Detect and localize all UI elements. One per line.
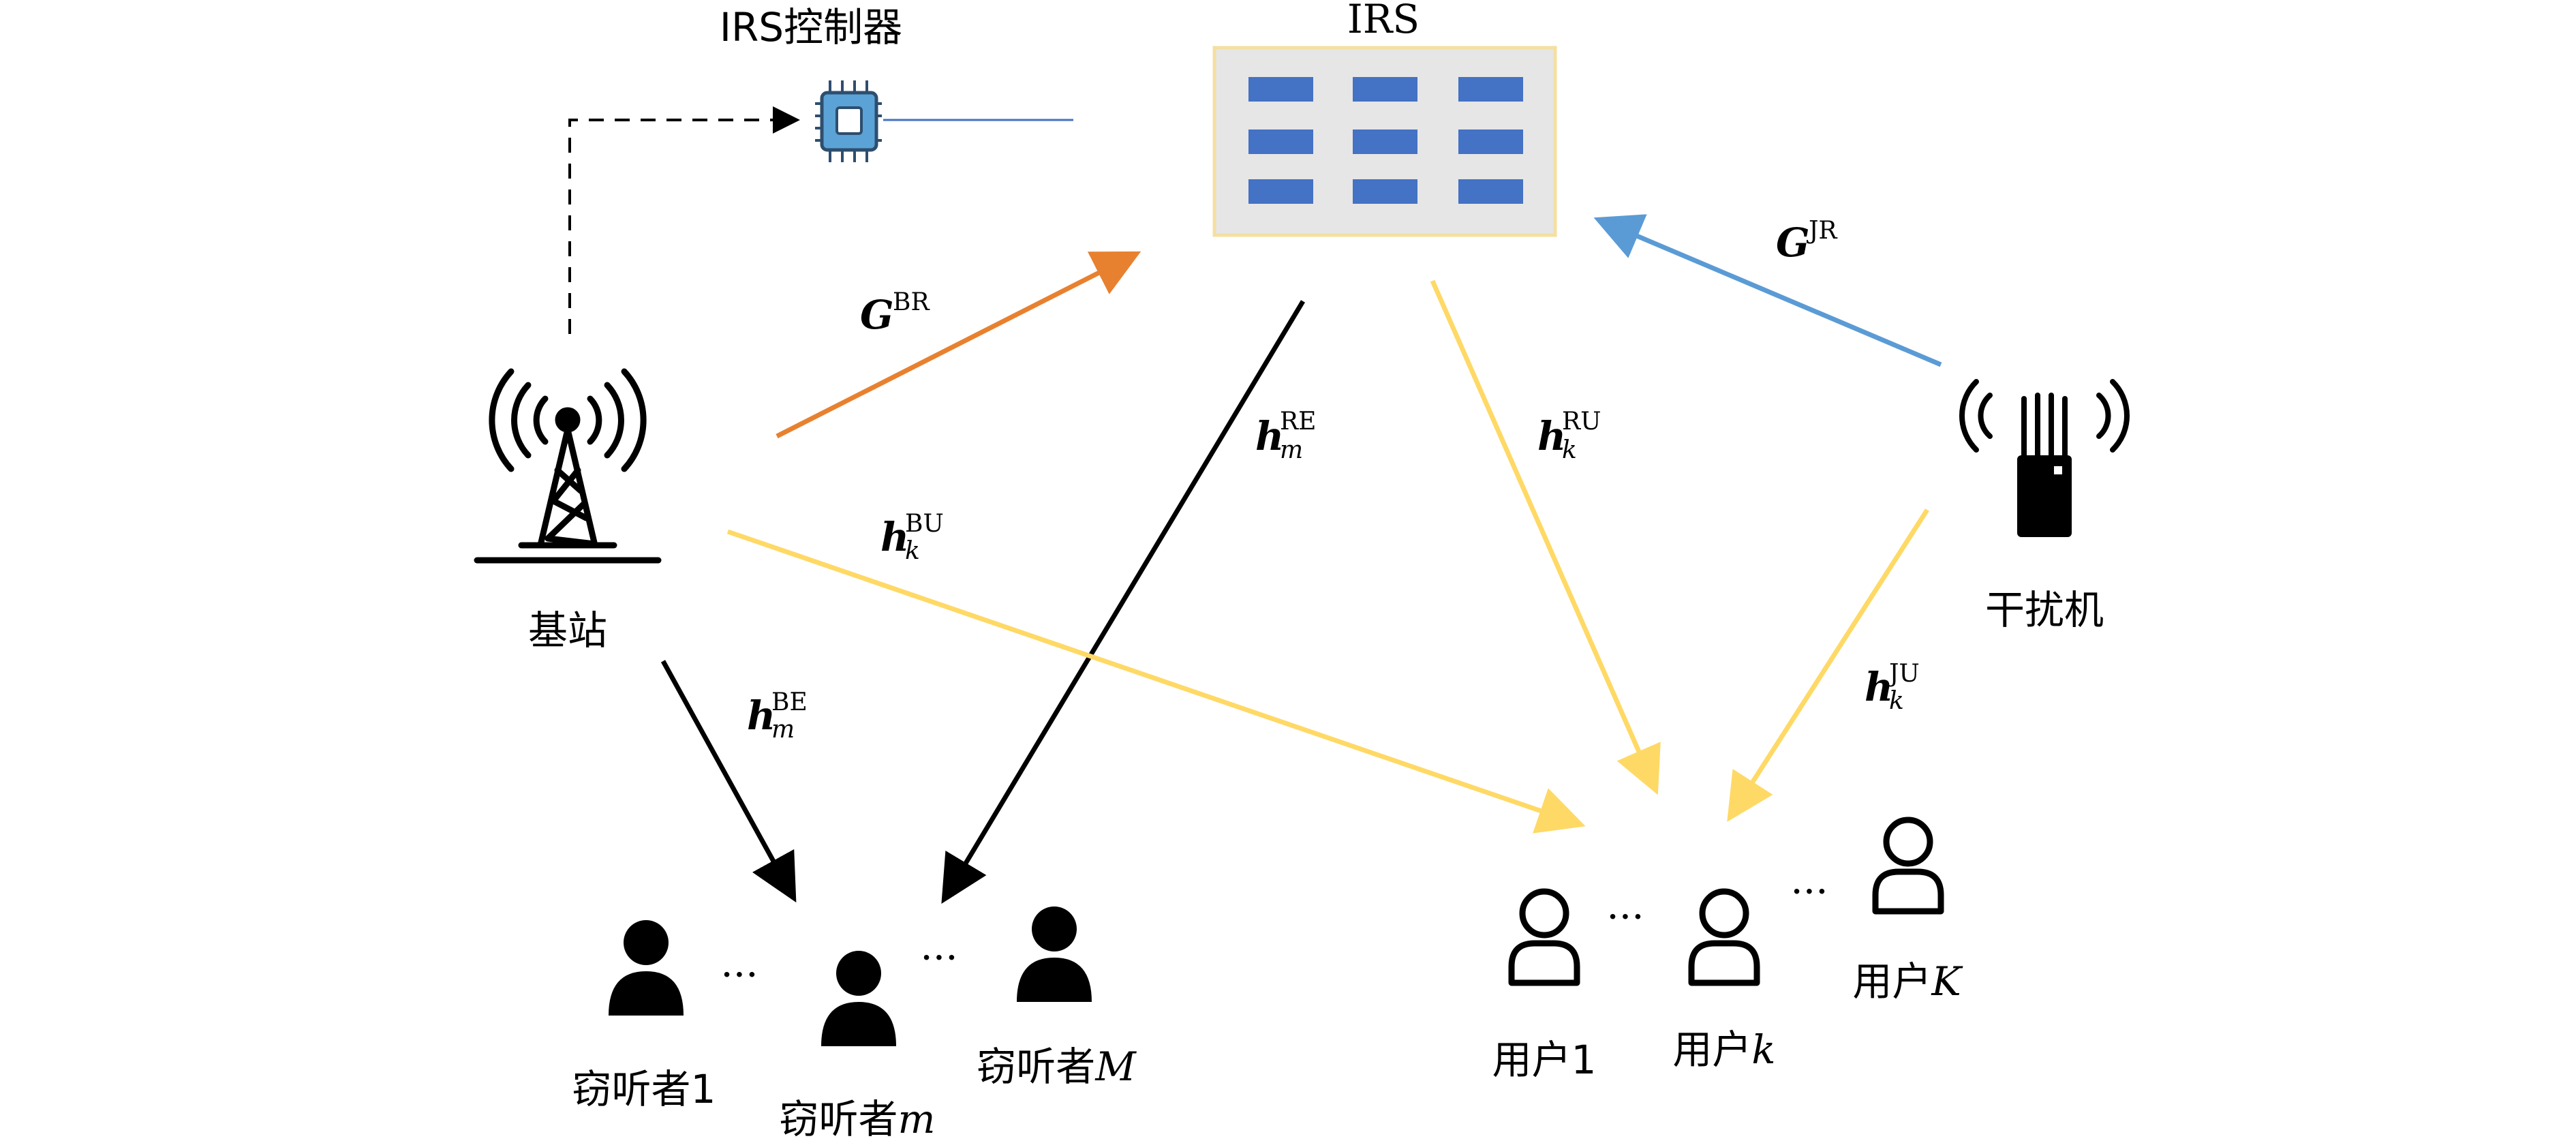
svg-text:k: k [905,537,920,565]
svg-text:k: k [1562,436,1577,464]
label-G-BR: G BR [860,288,930,338]
arrow-h-BU [726,529,1586,834]
user-K-icon [1875,820,1941,911]
svg-text:h: h [1255,413,1284,459]
eavesdropper-M-label: 窃听者M [977,1043,1137,1090]
user-k-label: 用户k [1672,1026,1775,1073]
svg-text:h: h [747,692,776,739]
svg-text:h: h [880,514,909,560]
irs-panel [1212,46,1557,237]
ellipsis-user-2: ··· [1790,868,1828,915]
jammer-label: 干扰机 [1985,587,2104,633]
arrow-h-JU [1727,508,1929,822]
svg-text:k: k [1889,687,1904,715]
label-h-BE: h BE m [747,688,808,744]
svg-text:JR: JR [1806,217,1837,245]
eavesdropper-1-icon [609,920,684,1016]
svg-text:m: m [771,716,795,744]
label-h-BU: h BU k [880,510,944,565]
eavesdropper-m-label: 窃听者m [779,1096,935,1142]
eavesdropper-m-icon [821,951,896,1046]
user-1-icon [1512,891,1577,983]
svg-text:RE: RE [1280,408,1316,436]
base-station-label: 基站 [528,607,607,654]
svg-text:m: m [1280,436,1303,464]
arrow-h-RU [1430,279,1661,795]
svg-text:BE: BE [771,688,808,716]
svg-text:RU: RU [1562,408,1601,436]
ellipsis-user-1: ··· [1606,894,1644,940]
chip-icon [815,80,882,162]
irs-elements [1248,77,1523,204]
base-station-tower-icon [474,368,662,564]
user-k-icon [1691,891,1757,983]
svg-text:h: h [1865,664,1893,710]
irs-controller-label: IRS控制器 [720,4,902,50]
svg-text:G: G [1776,219,1810,266]
eavesdropper-1-label: 窃听者1 [572,1066,716,1112]
label-h-RE: h RE m [1255,408,1316,464]
arrow-h-RE [941,300,1306,904]
label-G-JR: G JR [1776,217,1837,266]
jammer-icon [1959,379,2130,537]
label-h-RU: h RU k [1537,408,1601,464]
label-h-JU: h JU k [1865,660,1920,715]
user-K-label: 用户K [1852,958,1963,1005]
arrow-G-BR [776,251,1141,439]
arrow-h-BE [660,660,797,903]
svg-text:BU: BU [905,510,944,538]
eavesdropper-M-icon [1017,906,1092,1002]
svg-text:G: G [860,292,894,338]
irs-label: IRS [1347,0,1420,42]
user-1-label: 用户1 [1492,1037,1597,1083]
ellipsis-eave-1: ··· [720,951,758,998]
svg-text:h: h [1537,413,1566,459]
control-link-dashed [568,106,800,334]
ellipsis-eave-2: ··· [920,934,957,981]
svg-text:BR: BR [893,288,930,316]
svg-text:JU: JU [1886,660,1920,688]
arrow-G-JR [1593,214,1942,367]
